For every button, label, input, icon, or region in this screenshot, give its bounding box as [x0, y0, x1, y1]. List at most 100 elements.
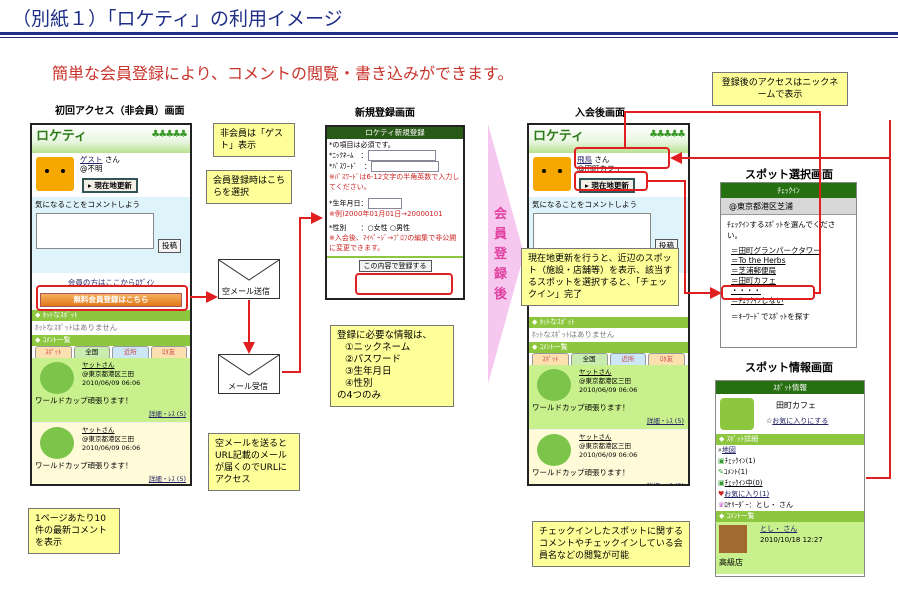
callout-per-page: 1ページあたり10件の最新コメントを表示 — [28, 508, 120, 554]
callout-select-here: 会員登録時はこちらを選択 — [206, 170, 292, 204]
label-register: 新規登録画面 — [355, 108, 415, 119]
trees-icon: ♣♣♣♣♣ — [649, 129, 686, 140]
add-favorite-link[interactable]: お気に入りにする — [772, 417, 829, 425]
send-mail-label: 空メール送信 — [222, 287, 270, 297]
comment-user[interactable]: とし・ さん — [760, 525, 798, 533]
entry-message: ワールドカップ頑張ります！ — [35, 396, 133, 405]
hot-spots-bar: ◆ ﾎｯﾄなｽﾎﾟｯﾄ — [529, 317, 688, 328]
label-spot-info: スポット情報画面 — [745, 361, 833, 374]
spot-option-more[interactable]: ・・・・ — [731, 286, 761, 295]
callout-guest: 非会員は「ゲスト」表示 — [213, 123, 295, 157]
tab-spot[interactable]: ｽﾎﾟｯﾄ — [35, 346, 72, 358]
entry-detail-link[interactable]: 詳細・ﾚｽ (5) — [148, 475, 186, 483]
app-logo: ロケティ — [533, 129, 584, 144]
entry-user[interactable]: ヤットさん — [82, 361, 115, 369]
entry-detail-link[interactable]: 詳細・ﾚｽ (5) — [646, 417, 684, 425]
checkin-prompt: ﾁｪｯｸｲﾝするｽﾎﾟｯﾄを選んでください。 — [727, 220, 836, 240]
login-link[interactable]: 会員の方はここからﾛｸﾞｲﾝ — [67, 278, 155, 287]
title-rule — [0, 32, 898, 35]
tab-spot[interactable]: ｽﾎﾟｯﾄ — [532, 353, 569, 365]
pink-arrow-icon — [488, 124, 524, 384]
tab-national[interactable]: 全国 — [570, 353, 608, 365]
tab-national[interactable]: 全国 — [73, 346, 110, 358]
label-spot-select: スポット選択画面 — [745, 168, 833, 181]
spot-option[interactable]: ＝To the Herbs — [731, 256, 786, 265]
sex-label: *性別 ： — [329, 224, 368, 232]
spot-info-header: ｽﾎﾟｯﾄ情報 — [716, 381, 864, 394]
register-button[interactable]: 無料会員登録はこちら — [40, 293, 182, 307]
star-icon: ☆ — [766, 417, 773, 425]
app-header: ロケティ ♣♣♣♣♣ — [32, 125, 190, 153]
nickname-input[interactable] — [367, 150, 436, 161]
entry-detail-link[interactable]: 詳細・ﾚｽ (5) — [646, 482, 684, 486]
birthday-input[interactable] — [367, 198, 402, 209]
favorite-count-link[interactable]: お気に入り(1) — [724, 490, 770, 498]
app-logo: ロケティ — [36, 129, 87, 144]
checkin-count[interactable]: ﾁｪｯｸｲﾝ(1) — [724, 457, 756, 465]
callout-checkin: 現在地更新を行うと、近辺のスポット（施設・店舗等）を表示、該当するスポットを選択… — [521, 248, 679, 306]
comment-input[interactable] — [36, 213, 154, 249]
entry-location: @東京都港区三田 — [82, 370, 134, 378]
radio-female[interactable]: ○ — [367, 224, 374, 232]
callout-empty-mail: 空メールを送るとURL記載のメールが届くのでURLにアクセス — [208, 433, 300, 491]
after-register-text: 会員登録後 — [494, 207, 508, 302]
entry-detail-link[interactable]: 詳細・ﾚｽ (5) — [148, 410, 186, 418]
entry-user[interactable]: ヤットさん — [579, 433, 612, 441]
entry-time: 2010/06/09 06:06 — [579, 386, 638, 394]
spot-info-screen: ｽﾎﾟｯﾄ情報 田町カフェ ☆お気に入りにする ◆ ｽﾎﾟｯﾄ詳細 ⌕地図 ▣ﾁ… — [715, 380, 865, 577]
keyword-search-link[interactable]: ＝ｷｰﾜｰﾄﾞでｽﾎﾟｯﾄを探す — [731, 312, 810, 321]
entry-message: ワールドカップ頑張ります！ — [532, 468, 630, 477]
spot-option-selected[interactable]: ＝田町カフェ — [731, 276, 776, 285]
entry-user[interactable]: ヤットさん — [82, 426, 115, 434]
reg-info-line: ④性別 — [345, 378, 373, 389]
comment-prompt: 気になることをコメントしよう — [532, 200, 637, 209]
entry-message: ワールドカップ頑張ります！ — [532, 403, 630, 412]
spot-option[interactable]: ＝芝浦郵便局 — [731, 266, 776, 275]
tab-friends[interactable]: ﾛﾀ友 — [150, 346, 187, 358]
comment-input[interactable] — [533, 213, 651, 249]
title-rule-thin — [0, 37, 898, 38]
entry-location: @東京都港区三田 — [579, 442, 631, 450]
register-screen: ロケティ新規登録 *の項目は必須です。 *ﾆｯｸﾈｰﾑ ： *ﾊﾟｽﾜｰﾄﾞ ：… — [325, 125, 465, 300]
entry-time: 2010/06/09 06:06 — [82, 379, 141, 387]
user-name-link[interactable]: ゲスト — [80, 155, 103, 164]
update-location-button[interactable]: ▸ 現在地更新 — [579, 178, 635, 193]
map-icon: ⌕ — [718, 446, 722, 454]
password-input[interactable] — [371, 161, 439, 172]
entry-time: 2010/06/09 06:06 — [82, 444, 141, 452]
map-link[interactable]: 地図 — [721, 446, 736, 454]
no-checkin-option[interactable]: ＝ﾁｪｯｸｲﾝしない — [731, 296, 784, 305]
comment-message: 高級店 — [719, 558, 743, 567]
trees-icon: ♣♣♣♣♣ — [151, 129, 188, 140]
spot-option[interactable]: ＝田町グランパークタワー — [731, 246, 821, 255]
tab-friends[interactable]: ﾛﾀ友 — [648, 353, 685, 365]
page-title: （別紙１）「ロケティ」の利用イメージ — [12, 8, 343, 30]
subtitle: 簡単な会員登録により、コメントの閲覧・書き込みができます。 — [52, 64, 514, 83]
checkin-icon: ▣ — [718, 457, 725, 465]
submit-button[interactable]: この内容で登録する — [358, 260, 432, 272]
comment-count[interactable]: ｺﾒﾝﾄ(1) — [723, 468, 748, 476]
frog-avatar — [537, 369, 571, 401]
receive-mail-label: メール受信 — [228, 382, 268, 392]
spot-image — [720, 398, 754, 430]
entry-time: 2010/06/09 06:06 — [579, 451, 638, 459]
tab-nearby[interactable]: 近所 — [609, 353, 647, 365]
entry-user[interactable]: ヤットさん — [579, 368, 612, 376]
post-button[interactable]: 投稿 — [158, 239, 181, 253]
entry-location: @東京都港区三田 — [579, 377, 631, 385]
comment-prompt: 気になることをコメントしよう — [35, 200, 140, 209]
user-location: @不明 — [80, 164, 103, 173]
tab-nearby[interactable]: 近所 — [112, 346, 149, 358]
checkin-now-link[interactable]: ﾁｪｯｸｲﾝ中(0) — [724, 479, 763, 487]
update-location-button[interactable]: ▸ 現在地更新 — [82, 178, 138, 193]
radio-male[interactable]: ○ — [389, 224, 396, 232]
user-suffix: さん — [592, 155, 610, 164]
heart-icon: ♥ — [718, 490, 725, 498]
nickname-label: *ﾆｯｸﾈｰﾑ ： — [329, 151, 368, 160]
user-name-link[interactable]: 飛鳥 — [577, 155, 592, 164]
user-location: @田町カフェ — [577, 164, 622, 173]
no-hot-spots: ﾎｯﾄなｽﾎﾟｯﾄはありません — [35, 323, 118, 332]
password-note: ※ﾊﾟｽﾜｰﾄﾞは6-12文字の半角英数で入力してください。 — [329, 173, 460, 191]
